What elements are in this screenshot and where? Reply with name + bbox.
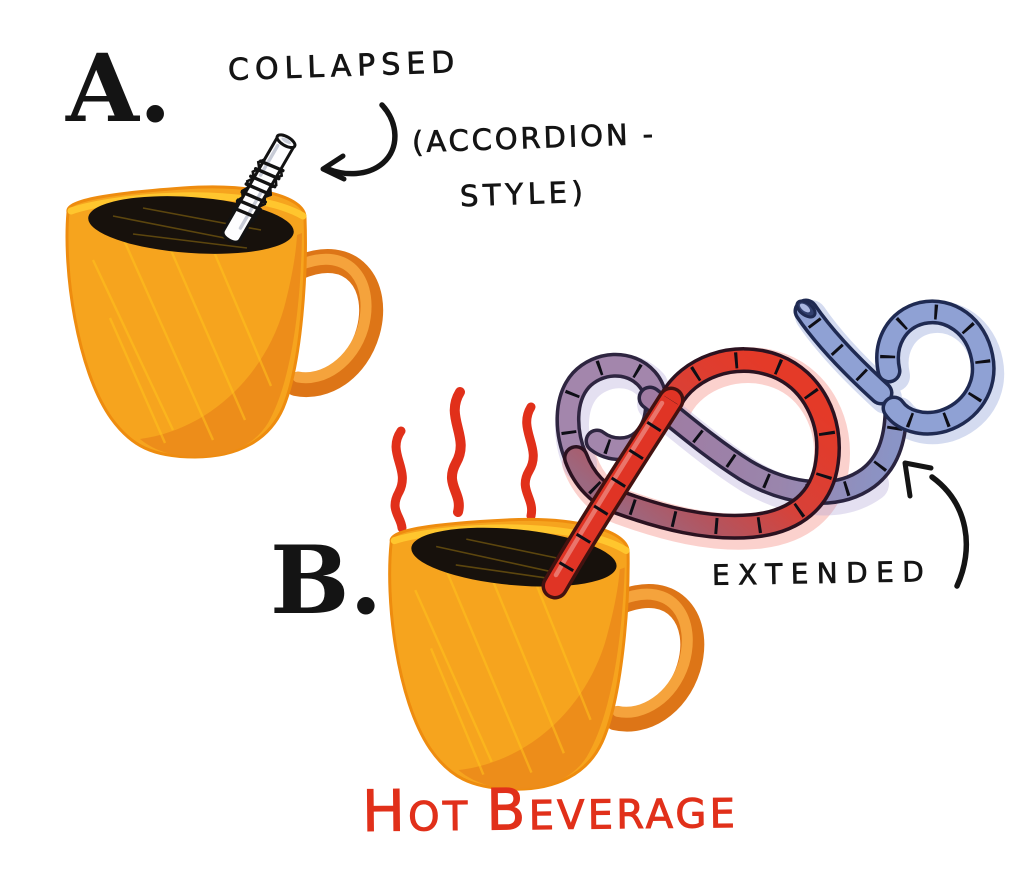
extended-arrow-icon bbox=[902, 460, 970, 589]
collapsed-straw-icon bbox=[221, 133, 297, 244]
arrow-shaft bbox=[325, 102, 398, 177]
tip-loop-ticks bbox=[880, 304, 991, 431]
lower-strand-color bbox=[641, 389, 905, 502]
hot-rest: OT bbox=[407, 793, 471, 841]
mug-b-icon bbox=[385, 516, 695, 793]
collapsed-arrow-icon bbox=[320, 102, 398, 182]
arrow-head bbox=[902, 460, 934, 499]
hot-initial: H bbox=[361, 778, 409, 845]
straw-ridges bbox=[232, 159, 285, 219]
extended-straw-icon bbox=[541, 298, 1005, 600]
straw-blue-end bbox=[793, 298, 996, 436]
steam-wave-3 bbox=[520, 402, 538, 521]
beverage-rest: EVERAGE bbox=[528, 791, 739, 840]
beverage-initial: B bbox=[485, 777, 529, 844]
steam-wave-1 bbox=[390, 426, 407, 533]
stem-highlight bbox=[553, 400, 665, 578]
mug-a-icon bbox=[67, 187, 371, 457]
tip-opening-inner bbox=[799, 303, 811, 313]
panel-a-caption: COLLAPSED bbox=[227, 44, 461, 89]
panel-b-caption: EXTENDED bbox=[711, 555, 933, 593]
straw-stem bbox=[541, 386, 685, 600]
stem-color bbox=[545, 390, 681, 596]
steam-wave-2 bbox=[446, 387, 466, 517]
tip-straight-color bbox=[797, 302, 890, 402]
straw-lower-strand bbox=[637, 385, 909, 505]
panel-b-label: B. bbox=[270, 526, 383, 636]
straw-ridge-edge-left bbox=[231, 158, 266, 212]
hot-beverage-label: HOT BEVERAGE bbox=[361, 777, 739, 846]
panel-a-note-line2: STYLE) bbox=[459, 174, 589, 214]
panel-b-illustration bbox=[385, 298, 1005, 793]
panel-a-note-line1: (ACCORDION - bbox=[411, 116, 657, 160]
straw-opening-inner bbox=[281, 137, 292, 145]
panel-a-illustration bbox=[67, 102, 398, 457]
panel-a-label: A. bbox=[66, 34, 172, 144]
steam-icon bbox=[390, 387, 538, 533]
straw-ridge-edge-right bbox=[251, 168, 284, 223]
arrow-shaft bbox=[929, 474, 970, 589]
arrow-head bbox=[320, 153, 347, 182]
